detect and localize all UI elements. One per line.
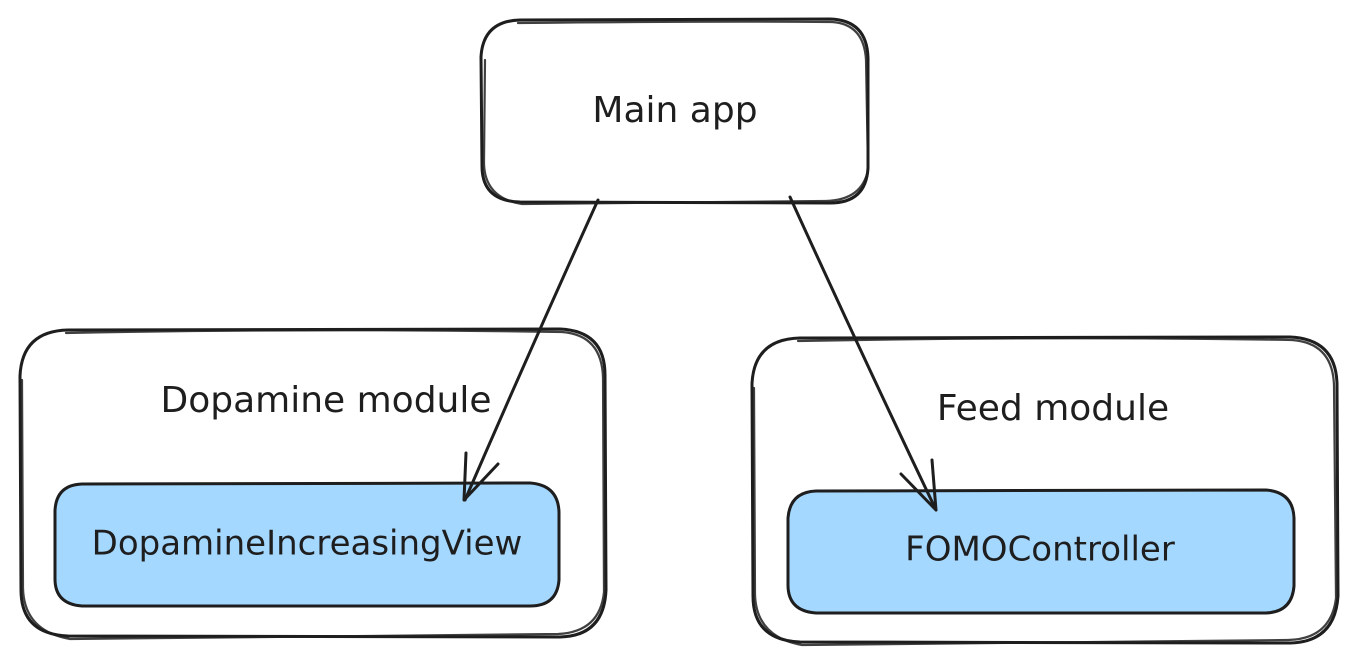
arrow-main-to-fomo-controller: [788, 195, 938, 512]
arrow-line: [788, 195, 938, 512]
fomo-controller-fill: [788, 490, 1294, 613]
arrow-main-to-dopamine-view: [462, 198, 600, 502]
feed-module-box: [750, 335, 1340, 645]
arrow-head: [899, 458, 938, 512]
fomo-controller-box: [786, 488, 1296, 615]
fomo-controller-label: FOMOController: [905, 530, 1175, 570]
arrow-head: [462, 451, 500, 502]
feed-module-label: Feed module: [937, 388, 1169, 429]
dopamine-view-node[interactable]: DopamineIncreasingView: [53, 481, 561, 608]
dopamine-module-label: Dopamine module: [160, 380, 491, 421]
main-app-label: Main app: [592, 90, 757, 131]
main-app-box: [479, 17, 870, 205]
feed-module-node[interactable]: Feed module FOMOController: [750, 335, 1340, 647]
dopamine-view-label: DopamineIncreasingView: [92, 524, 523, 564]
dopamine-module-box-sketch: [20, 329, 606, 641]
dopamine-view-box: [53, 481, 561, 608]
dopamine-view-fill: [55, 483, 559, 606]
fomo-controller-node[interactable]: FOMOController: [786, 488, 1296, 615]
main-app-node[interactable]: Main app: [479, 17, 870, 206]
dopamine-module-node[interactable]: Dopamine module DopamineIncreasingView: [18, 327, 608, 641]
arrow-line: [463, 198, 600, 502]
feed-module-box-sketch: [752, 337, 1338, 647]
main-app-box-sketch: [482, 20, 870, 206]
